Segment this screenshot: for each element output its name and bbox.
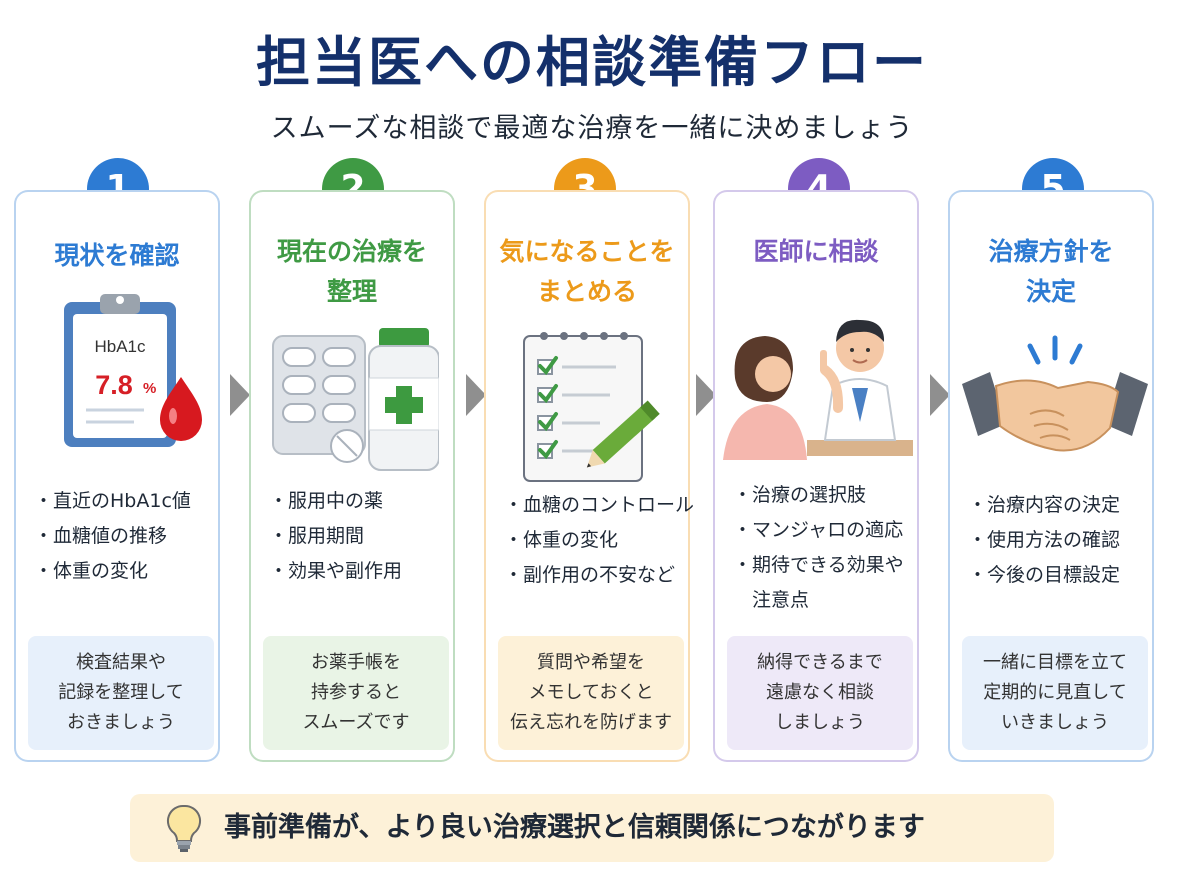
bullet-item: 服用期間 — [269, 519, 449, 554]
lab-label: HbA1c — [94, 337, 146, 356]
bullet-item: 服用中の薬 — [269, 484, 449, 519]
flow-arrow-icon — [230, 374, 250, 416]
bullet-item: 体重の変化 — [504, 523, 684, 558]
flow-arrow-icon — [696, 374, 716, 416]
step-note-text: 納得できるまで 遠慮なく相談 しましょう — [757, 652, 883, 733]
footer-banner: 事前準備が、より良い治療選択と信頼関係につながります — [130, 794, 1054, 862]
step-title: 現状を確認 — [54, 241, 180, 270]
step-note-text: 一緒に目標を立て 定期的に見直して いきましょう — [983, 652, 1127, 733]
step-title: 治療方針を 決定 — [988, 237, 1114, 306]
step-note: お薬手帳を 持参すると スムーズです — [263, 636, 449, 750]
flow-arrow-icon — [466, 374, 486, 416]
bullet-item: 期待できる効果や — [733, 548, 913, 583]
bullet-item: 血糖のコントロール — [504, 488, 694, 523]
bullet-item: 使用方法の確認 — [968, 523, 1148, 558]
lab-value: 7.8 — [95, 370, 133, 400]
doctor-patient-icon — [723, 319, 913, 460]
step-note-text: 質問や希望を メモしておくと 伝え忘れを防げます — [510, 652, 672, 733]
page-title: 担当医への相談準備フロー — [256, 31, 928, 94]
bullet-item: 今後の目標設定 — [968, 558, 1148, 593]
bullet-item: 直近のHbA1c値 — [34, 484, 214, 519]
step-note: 質問や希望を メモしておくと 伝え忘れを防げます — [498, 636, 684, 750]
step-note: 一緒に目標を立て 定期的に見直して いきましょう — [962, 636, 1148, 750]
step-card-2: 現在の治療を 整理 服用中の薬 服用期間 効果や副作用 お薬手帳を 持参すると … — [249, 190, 455, 762]
bullet-item: 治療内容の決定 — [968, 488, 1148, 523]
lightbulb-icon — [166, 804, 202, 852]
checklist-pencil-icon — [523, 332, 660, 482]
step-bullet-list: 服用中の薬 服用期間 効果や副作用 — [269, 484, 449, 589]
step-bullet-list: 治療内容の決定 使用方法の確認 今後の目標設定 — [968, 488, 1148, 593]
medicine-bottle-pills-icon — [272, 328, 439, 471]
bullet-item: マンジャロの適応 — [733, 513, 913, 548]
lab-unit: % — [143, 380, 156, 397]
step-bullet-list: 血糖のコントロール 体重の変化 副作用の不安など — [504, 488, 694, 593]
footer-message: 事前準備が、より良い治療選択と信頼関係につながります — [224, 812, 925, 843]
step-bullet-list: 治療の選択肢 マンジャロの適応 期待できる効果や 注意点 — [733, 478, 913, 618]
bullet-item: 体重の変化 — [34, 554, 214, 589]
step-note: 検査結果や 記録を整理して おきましょう — [28, 636, 214, 750]
step-card-1: 現状を確認 HbA1c 7.8 % 直近のHbA1c値 血糖値の推移 体重の変化… — [14, 190, 220, 762]
bullet-item: 治療の選択肢 — [733, 478, 913, 513]
step-card-3: 気になることを まとめる 血糖のコントロール 体重の変化 副作用の不安など 質問… — [484, 190, 694, 762]
step-title: 医師に相談 — [753, 237, 879, 266]
step-note: 納得できるまで 遠慮なく相談 しましょう — [727, 636, 913, 750]
bullet-item: 血糖値の推移 — [34, 519, 214, 554]
step-card-4: 医師に相談 治療の選択肢 マンジャロの適応 期待できる効果や 注意点 納得できる… — [713, 190, 919, 762]
step-note-text: 検査結果や 記録を整理して おきましょう — [58, 652, 184, 733]
step-card-5: 治療方針を 決定 治療内容の決定 使用方法の確認 今後の目標設定 一緒に目標を立… — [948, 190, 1154, 762]
bullet-item: 効果や副作用 — [269, 554, 449, 589]
step-title: 現在の治療を 整理 — [276, 237, 427, 306]
bullet-item: 副作用の不安など — [504, 558, 684, 593]
flow-arrow-icon — [930, 374, 950, 416]
clipboard-blood-drop-icon: HbA1c 7.8 % — [64, 294, 202, 447]
page-subtitle: スムーズな相談で最適な治療を一緒に決めましょう — [270, 113, 914, 144]
step-bullet-list: 直近のHbA1c値 血糖値の推移 体重の変化 — [34, 484, 214, 589]
step-title: 気になることを まとめる — [499, 237, 675, 306]
handshake-icon — [962, 335, 1148, 452]
step-note-text: お薬手帳を 持参すると スムーズです — [302, 652, 410, 733]
bullet-item-continued: 注意点 — [752, 589, 810, 611]
